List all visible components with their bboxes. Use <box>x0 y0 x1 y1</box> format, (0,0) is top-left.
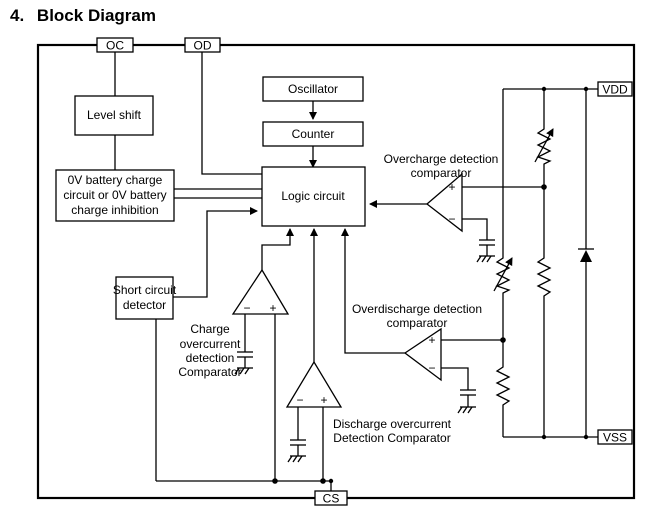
resistor-right <box>536 253 552 300</box>
overdischarge-plus-sign: + <box>428 333 435 347</box>
short-circuit-detector-block: Short circuit detector <box>113 276 177 320</box>
overcharge-comparator: + − <box>425 172 463 233</box>
charge-inhibition-block: 0V battery charge circuit or 0V battery … <box>55 169 175 222</box>
overcharge-label-line-1: Overcharge detection <box>384 152 499 166</box>
counter-block: Counter <box>262 121 364 147</box>
charge-oc-plus-sign: + <box>269 301 276 315</box>
short-circuit-line-2: detector <box>123 298 166 312</box>
overcharge-label-line-2: comparator <box>411 166 472 180</box>
overdischarge-comparator: + − <box>403 327 442 382</box>
variable-resistor-mid <box>493 253 513 295</box>
logic-circuit-block: Logic circuit <box>261 166 366 227</box>
charge-oc-label-line-1: Charge <box>190 322 230 336</box>
section-number: 4. <box>10 6 25 25</box>
discharge-oc-label-line-1: Discharge overcurrent <box>333 417 452 431</box>
charge-oc-label-line-4: Comparator <box>178 365 241 379</box>
pin-cs: CS <box>314 490 348 506</box>
capacitor-overcharge <box>479 239 495 246</box>
pin-vss: VSS <box>597 429 633 445</box>
ground-icon-overcharge <box>476 255 495 263</box>
overcharge-minus-sign: − <box>448 212 455 226</box>
overcharge-plus-sign: + <box>448 180 455 194</box>
charge-overcurrent-comparator: − + <box>231 268 290 315</box>
pin-od-label: OD <box>194 39 212 53</box>
charge-inhibition-line-3: charge inhibition <box>71 203 158 217</box>
overdischarge-label-line-2: comparator <box>387 316 448 330</box>
ground-icon-overdischarge <box>457 406 476 414</box>
pin-oc-label: OC <box>106 39 124 53</box>
charge-oc-label-line-3: detection <box>186 351 235 365</box>
charge-oc-label-line-2: overcurrent <box>180 337 241 351</box>
counter-label: Counter <box>292 127 335 141</box>
charge-inhibition-line-2: circuit or 0V battery <box>63 188 166 202</box>
charge-inhibition-line-1: 0V battery charge <box>68 173 163 187</box>
wires <box>114 52 598 491</box>
oscillator-label: Oscillator <box>288 82 338 96</box>
oscillator-block: Oscillator <box>262 76 364 102</box>
ground-icon-charge-oc <box>234 367 253 375</box>
level-shift-label: Level shift <box>87 108 142 122</box>
discharge-overcurrent-comparator: − + <box>285 360 343 408</box>
charge-oc-minus-sign: − <box>243 301 250 315</box>
discharge-oc-plus-sign: + <box>320 393 327 407</box>
pin-oc: OC <box>96 37 134 53</box>
resistor-bottom <box>495 362 511 408</box>
pin-vdd-label: VDD <box>602 83 628 97</box>
pin-od: OD <box>184 37 221 53</box>
logic-circuit-label: Logic circuit <box>281 189 345 203</box>
discharge-oc-minus-sign: − <box>296 393 303 407</box>
capacitor-overdischarge <box>460 389 476 396</box>
pin-vss-label: VSS <box>603 431 627 445</box>
pin-cs-label: CS <box>323 492 340 506</box>
diagram-heading: 4. Block Diagram <box>10 6 156 26</box>
section-title: Block Diagram <box>36 6 156 25</box>
level-shift-block: Level shift <box>74 95 154 136</box>
diode-symbol <box>578 248 594 262</box>
ground-icon-discharge-oc <box>287 455 306 463</box>
discharge-oc-label-line-2: Detection Comparator <box>333 431 450 445</box>
capacitor-charge-oc <box>237 351 253 358</box>
pin-vdd: VDD <box>597 81 633 97</box>
capacitor-discharge-oc <box>290 439 306 446</box>
variable-resistor-top <box>534 124 554 166</box>
overdischarge-label-line-1: Overdischarge detection <box>352 302 482 316</box>
short-circuit-line-1: Short circuit <box>113 283 177 297</box>
junctions <box>272 86 589 484</box>
overdischarge-minus-sign: − <box>428 361 435 375</box>
